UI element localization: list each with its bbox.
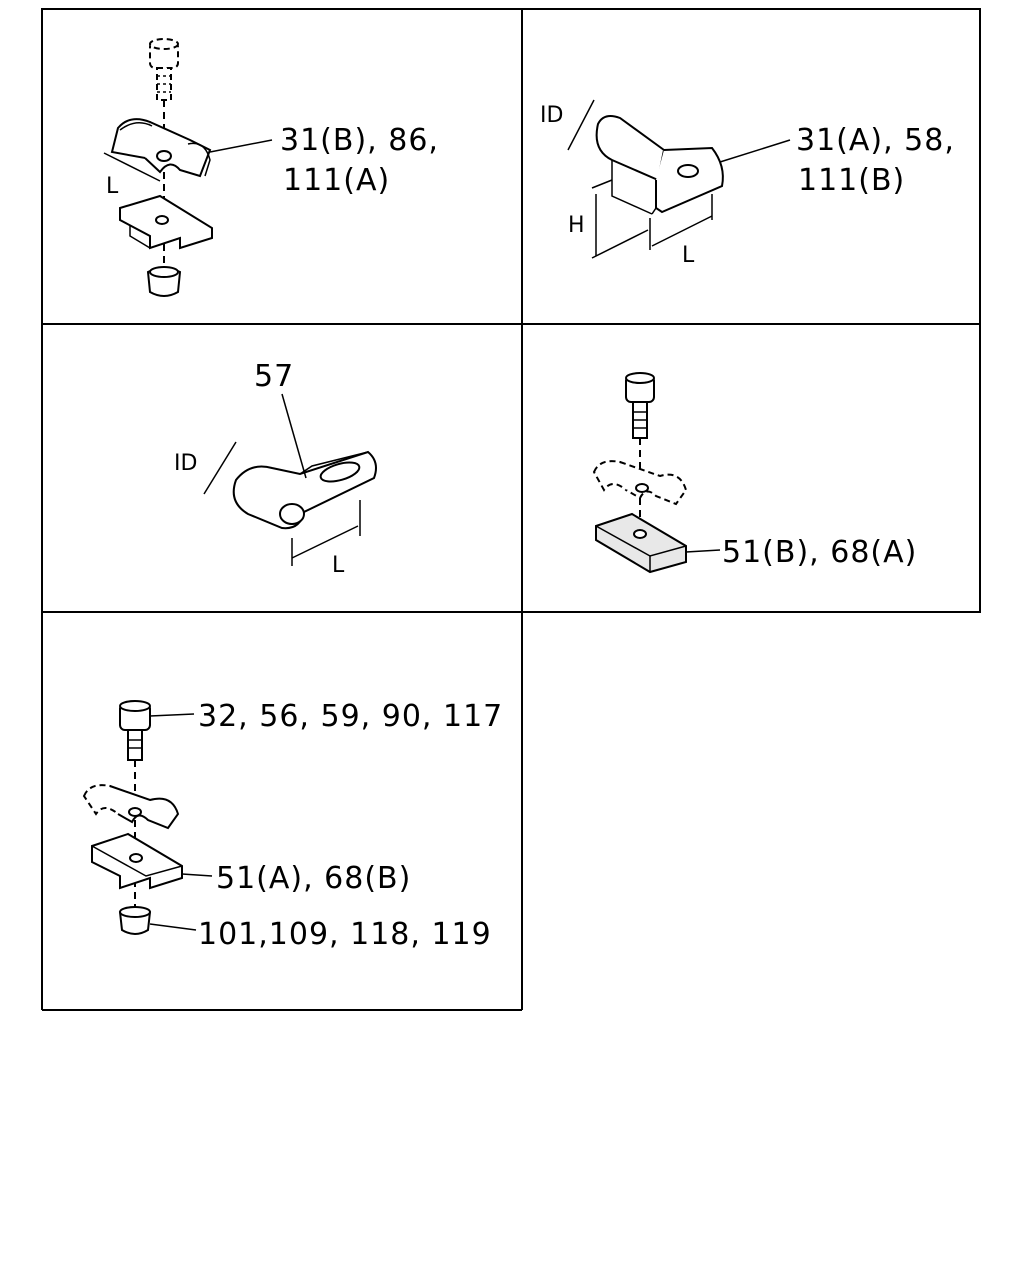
callout-label-bracket: 51(A), 68(B) — [216, 861, 411, 896]
dim-length-label: L — [332, 553, 345, 578]
callout-label-2: 111(B) — [798, 163, 905, 198]
double-clip-icon — [592, 460, 688, 506]
length-dimension-line — [103, 152, 161, 182]
callout-leader — [281, 393, 307, 479]
panel-top-right: ID H L 31(A), 58, 111(B) — [540, 99, 955, 268]
bolt-icon — [119, 700, 151, 761]
callout-label: 31(A), 58, — [796, 123, 955, 158]
callout-label: 57 — [254, 359, 294, 394]
dim-length-label: L — [106, 174, 119, 199]
length-dimension-line — [291, 525, 359, 559]
callout-leader — [209, 139, 273, 153]
dim-id-label: ID — [540, 103, 563, 128]
callout-label-bolt: 32, 56, 59, 90, 117 — [198, 699, 503, 734]
callout-leader — [685, 549, 721, 553]
dim-length-label: L — [682, 243, 695, 268]
nut-icon — [118, 906, 152, 935]
nut-icon — [146, 266, 182, 297]
panel-middle-right: 51(B), 68(A) — [592, 372, 917, 574]
callout-leader-bolt — [149, 713, 195, 717]
plate-icon — [595, 512, 687, 574]
callout-leader-bracket — [181, 873, 213, 877]
callout-leader — [719, 139, 791, 163]
bolt-icon — [149, 38, 179, 101]
panel-bottom-left: 32, 56, 59, 90, 117 51(A), 68(B) 101,109… — [82, 699, 503, 952]
callout-label-nut: 101,109, 118, 119 — [198, 917, 492, 952]
bolt-icon — [625, 372, 655, 439]
panel-top-left: L 31(B), 86, 111(A) — [103, 38, 439, 297]
angle-clip-icon — [595, 115, 724, 215]
double-clip-icon — [110, 118, 212, 178]
length-dimension-line — [651, 215, 713, 247]
panel-middle-left: ID L 57 — [174, 359, 377, 578]
bracket-icon — [91, 832, 183, 890]
callout-label: 31(B), 86, — [280, 123, 439, 158]
callout-label-2: 111(A) — [283, 163, 390, 198]
dim-id-label: ID — [174, 451, 197, 476]
bracket-icon — [119, 194, 213, 250]
callout-label: 51(B), 68(A) — [722, 535, 917, 570]
callout-leader-nut — [149, 923, 197, 931]
p-clip-icon — [232, 450, 377, 530]
double-clip-icon — [82, 784, 180, 830]
dim-height-label: H — [568, 213, 585, 238]
panel-grid — [41, 8, 981, 1011]
